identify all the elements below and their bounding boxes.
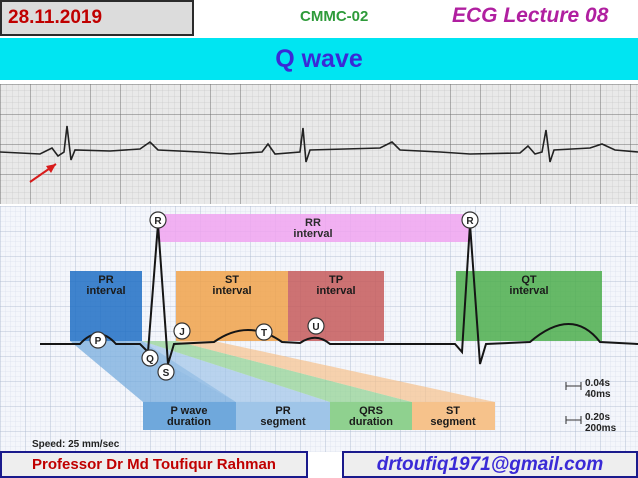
- svg-text:interval: interval: [212, 285, 251, 297]
- lecture-title: ECG Lecture 08: [452, 4, 609, 27]
- st-segment-label: ST: [446, 405, 460, 417]
- tp-interval-box: [288, 271, 384, 341]
- svg-text:ST: ST: [225, 274, 239, 286]
- svg-text:0.04s: 0.04s: [585, 378, 610, 389]
- wave-marker-r-right: R: [461, 211, 479, 229]
- svg-text:40ms: 40ms: [585, 389, 611, 400]
- date-label: 28.11.2019: [0, 0, 194, 36]
- pr-interval-box: [70, 271, 142, 341]
- svg-text:interval: interval: [316, 285, 355, 297]
- svg-text:U: U: [312, 322, 319, 333]
- pr-segment-band: [124, 341, 330, 402]
- p-duration-label: P wave: [170, 405, 207, 417]
- svg-text:J: J: [179, 327, 185, 338]
- wave-marker-p: P: [89, 331, 107, 349]
- ecg-trace: [0, 125, 638, 163]
- slide-title: Q wave: [0, 38, 638, 80]
- svg-text:segment: segment: [430, 416, 476, 428]
- wave-marker-t: T: [255, 323, 273, 341]
- qt-interval-box: [456, 271, 602, 341]
- svg-text:TP: TP: [329, 274, 343, 286]
- wave-marker-u: U: [307, 317, 325, 335]
- wave-marker-r-left: R: [149, 211, 167, 229]
- svg-text:segment: segment: [260, 416, 306, 428]
- svg-text:0.20s: 0.20s: [585, 412, 610, 423]
- svg-text:200ms: 200ms: [585, 423, 617, 434]
- svg-text:QT: QT: [521, 274, 537, 286]
- svg-text:S: S: [163, 368, 170, 379]
- rr-label: RR: [305, 217, 321, 229]
- svg-text:PR: PR: [98, 274, 113, 286]
- svg-text:duration: duration: [349, 416, 393, 428]
- svg-text:P: P: [95, 336, 102, 347]
- ecg-diagram-trace: [40, 223, 638, 365]
- course-code: CMMC-02: [300, 8, 369, 25]
- svg-text:T: T: [261, 328, 267, 339]
- speed-label: Speed: 25 mm/sec: [32, 439, 120, 450]
- wave-marker-s: S: [157, 363, 175, 381]
- ecg-rhythm-strip: [0, 84, 638, 204]
- scale-small: 0.04s 40ms: [565, 378, 611, 400]
- ecg-diagram: RR interval PR interval ST interval TP i…: [0, 206, 638, 452]
- st-segment-band: [176, 341, 495, 402]
- scale-large: 0.20s 200ms: [565, 412, 617, 434]
- qrs-duration-band: [142, 341, 412, 402]
- svg-text:R: R: [466, 216, 474, 227]
- qrs-duration-label: QRS: [359, 405, 383, 417]
- arrow-icon: [29, 163, 57, 183]
- svg-text:duration: duration: [167, 416, 211, 428]
- pr-segment-label: PR: [275, 405, 290, 417]
- svg-text:R: R: [154, 216, 162, 227]
- svg-text:Q: Q: [146, 354, 154, 365]
- p-duration-band: [70, 341, 236, 402]
- svg-text:interval: interval: [86, 285, 125, 297]
- svg-text:interval: interval: [509, 285, 548, 297]
- wave-marker-q: Q: [141, 349, 159, 367]
- wave-marker-j: J: [173, 322, 191, 340]
- author-label: Professor Dr Md Toufiqur Rahman: [0, 451, 308, 478]
- email-label[interactable]: drtoufiq1971@gmail.com: [342, 451, 638, 478]
- rr-label: interval: [293, 228, 332, 240]
- rr-interval-bar: [158, 214, 471, 242]
